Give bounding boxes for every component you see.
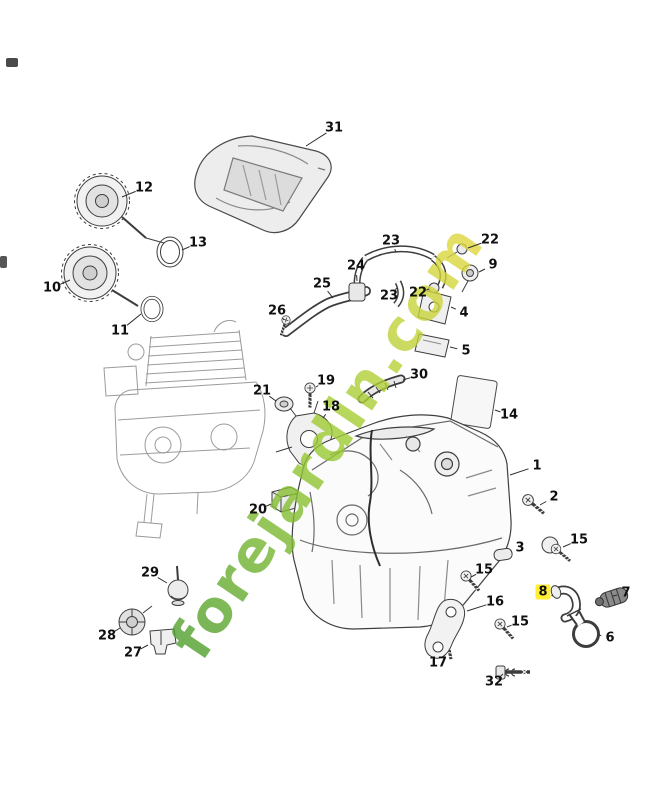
part-31-cover <box>194 135 332 234</box>
part-label-14-19: 14 <box>499 407 519 423</box>
part-label-3-23: 3 <box>515 540 525 556</box>
part-27-bracket <box>149 628 177 655</box>
part-10-cap <box>61 244 139 307</box>
leader-line-26-12 <box>282 317 285 321</box>
leader-line-13-2 <box>181 246 190 251</box>
part-6-clamp <box>566 608 600 648</box>
part-label-21-15: 21 <box>252 383 272 399</box>
part-5-plate <box>414 333 450 358</box>
part-label-20-22: 20 <box>248 502 268 518</box>
leader-line-32-35 <box>500 673 504 677</box>
leader-line-15-25 <box>470 573 477 578</box>
part-label-5-14: 5 <box>461 343 471 359</box>
part-label-7-27: 7 <box>621 585 631 601</box>
part-label-15-24: 15 <box>569 532 589 548</box>
part-15-screw-washer-a <box>541 536 575 566</box>
part-label-23-10: 23 <box>379 288 399 304</box>
leader-line-17-34 <box>443 654 446 657</box>
part-label-30-18: 30 <box>409 367 429 383</box>
leader-line-10-3 <box>59 279 71 285</box>
leader-line-4-13 <box>450 306 457 310</box>
part-9-grommet <box>461 264 479 293</box>
part-16-lever <box>424 598 466 659</box>
part-label-27-32: 27 <box>123 645 143 661</box>
part-label-11-4: 11 <box>110 323 130 339</box>
leader-line-19-16 <box>315 385 319 388</box>
leader-line-12-1 <box>121 190 136 198</box>
leader-line-29-28 <box>157 577 168 584</box>
leader-line-16-29 <box>466 604 487 612</box>
part-label-23-5: 23 <box>381 233 401 249</box>
part-label-31-0: 31 <box>324 120 344 136</box>
part-28-cap <box>118 605 153 636</box>
part-label-8-26: 8 <box>535 584 551 600</box>
part-label-29-28: 29 <box>140 565 160 581</box>
leader-line-1-20 <box>509 468 529 476</box>
leader-line-22-11 <box>426 288 430 291</box>
leader-line-2-21 <box>539 501 547 506</box>
part-label-17-34: 17 <box>428 655 448 671</box>
part-label-6-30: 6 <box>605 630 615 646</box>
part-4-bracket <box>417 289 452 325</box>
part-label-24-6: 24 <box>346 258 366 274</box>
part-12-cap <box>74 173 165 244</box>
part-3-bushing <box>493 547 513 562</box>
part-label-18-17: 18 <box>321 399 341 415</box>
part-label-10-3: 10 <box>42 280 62 296</box>
part-label-19-16: 19 <box>316 373 336 389</box>
part-label-22-7: 22 <box>480 232 500 248</box>
leader-line-6-30 <box>598 634 602 637</box>
scan-artifact-marks <box>0 58 18 268</box>
part-label-16-29: 16 <box>485 594 505 610</box>
leader-line-7-27 <box>612 594 618 597</box>
leader-line-22-7 <box>467 242 482 249</box>
part-label-13-2: 13 <box>188 235 208 251</box>
leader-line-27-32 <box>140 644 149 650</box>
part-21-grommet <box>274 396 294 412</box>
leader-line-25-9 <box>327 290 334 299</box>
leader-line-20-22 <box>265 503 272 507</box>
part-label-2-21: 2 <box>549 489 559 505</box>
part-32-bolt <box>495 665 530 680</box>
leader-line-8-26 <box>551 594 554 597</box>
leader-line-5-14 <box>449 346 458 350</box>
part-label-15-25: 15 <box>474 562 494 578</box>
part-14-gasket <box>450 375 498 429</box>
leader-line-15-33 <box>506 624 512 628</box>
part-30-hose <box>357 374 406 404</box>
leader-line-28-31 <box>114 627 121 632</box>
engine-block-art <box>103 319 266 539</box>
part-label-25-9: 25 <box>312 276 332 292</box>
part-label-26-12: 26 <box>267 303 287 319</box>
part-label-22-11: 22 <box>408 285 428 301</box>
part-29-knob <box>167 565 189 606</box>
part-label-28-31: 28 <box>97 628 117 644</box>
leader-line-11-4 <box>126 313 142 326</box>
part-label-32-35: 32 <box>484 674 504 690</box>
leader-line-18-17 <box>322 414 327 419</box>
part-label-12-1: 12 <box>134 180 154 196</box>
part-label-1-20: 1 <box>532 458 542 474</box>
part-22-fitting-top <box>446 243 468 259</box>
leader-line-14-19 <box>494 409 501 413</box>
part-label-9-8: 9 <box>488 257 498 273</box>
leader-line-23-10 <box>395 287 398 290</box>
part-label-15-33: 15 <box>510 614 530 630</box>
leader-line-21-15 <box>269 395 277 402</box>
leader-line-9-8 <box>478 268 486 273</box>
leader-line-31-0 <box>305 132 327 147</box>
leader-line-23-5 <box>394 248 397 253</box>
part-24-connector <box>348 282 366 302</box>
fuel-hose-assembly <box>281 245 447 337</box>
part-label-4-13: 4 <box>459 305 469 321</box>
leader-line-15-24 <box>562 543 571 548</box>
leader-line-30-18 <box>402 377 411 381</box>
part-7-plug <box>594 587 629 608</box>
